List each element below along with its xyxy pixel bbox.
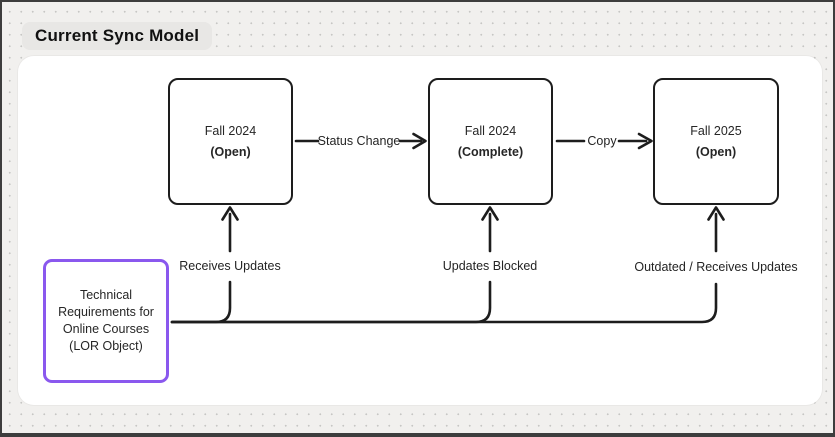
- node-fall-2025-open[interactable]: Fall 2025 (Open): [653, 78, 779, 205]
- edge-label-receives-updates: Receives Updates: [179, 259, 281, 273]
- arrow-status-change[interactable]: [294, 132, 427, 150]
- node-fall-2024-open[interactable]: Fall 2024 (Open): [168, 78, 293, 205]
- node-term-label: Fall 2024: [464, 124, 517, 138]
- node-status-label: (Open): [210, 145, 251, 159]
- edge-label-updates-blocked: Updates Blocked: [442, 259, 538, 273]
- node-fall-2024-complete[interactable]: Fall 2024 (Complete): [428, 78, 553, 205]
- node-status-label: (Open): [695, 145, 737, 159]
- source-line: Online Courses: [62, 322, 150, 336]
- node-term-label: Fall 2025: [690, 124, 742, 138]
- node-status-label: (Complete): [457, 145, 524, 159]
- edge-label-outdated: Outdated / Receives Updates: [634, 260, 798, 274]
- source-line: Technical: [79, 288, 133, 302]
- diagram-title[interactable]: Current Sync Model: [22, 22, 213, 50]
- edge-label-copy: Copy: [587, 134, 617, 148]
- arrow-copy[interactable]: [555, 132, 653, 150]
- source-line: (LOR Object): [69, 339, 143, 353]
- node-term-label: Fall 2024: [204, 124, 257, 138]
- node-lor-object[interactable]: Technical Requirements for Online Course…: [43, 259, 169, 383]
- arrow-outdated[interactable]: [170, 206, 725, 324]
- edge-label-status-change: Status Change: [317, 134, 401, 148]
- source-line: Requirements for: [58, 305, 154, 319]
